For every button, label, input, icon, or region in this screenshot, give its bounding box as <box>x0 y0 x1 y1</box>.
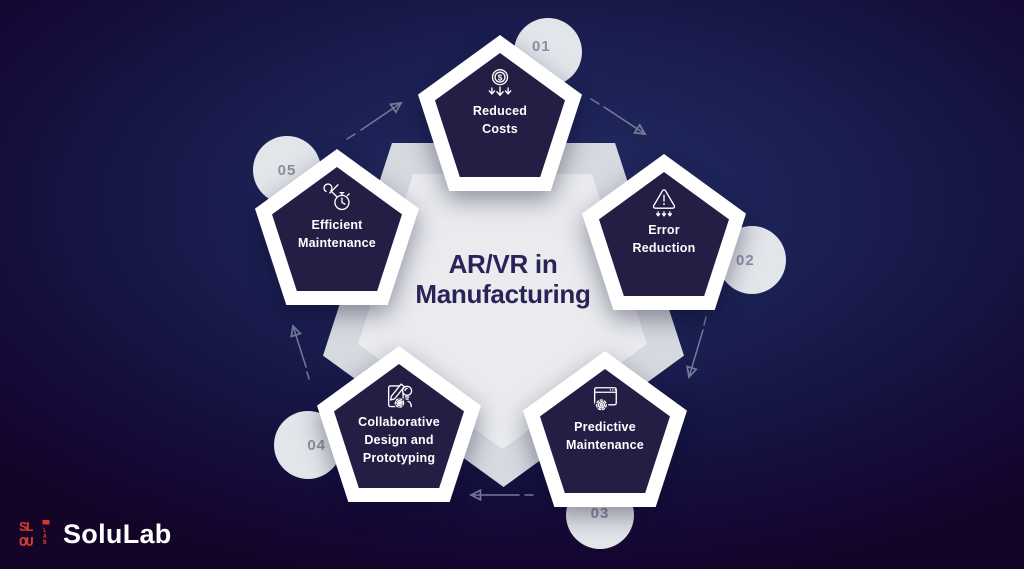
step-number: 02 <box>736 251 755 269</box>
svg-text:SL: SL <box>19 520 33 536</box>
step-label-line: Efficient <box>311 218 363 232</box>
solulab-logo-icon: SL OU L A B <box>19 520 50 551</box>
cost-reduction-icon: $ <box>488 69 512 97</box>
page-title-line1: AR/VR in <box>448 249 558 279</box>
flow-arrow-dash <box>306 371 310 380</box>
predictive-maintenance-icon <box>593 387 617 412</box>
flow-arrow-2-3 <box>686 329 704 379</box>
flow-arrow-dash <box>346 133 356 140</box>
step-number: 03 <box>590 505 610 522</box>
pentagon-border: Predictive Maintenance <box>523 351 687 507</box>
page-title-line2: Manufacturing <box>415 279 591 309</box>
step-label-line: Reduction <box>632 241 696 255</box>
flow-arrow-4-5 <box>290 324 307 368</box>
step-label-line: Predictive <box>574 420 636 434</box>
step-number-badge: 04 <box>274 411 342 479</box>
pentagon-core: $ Reduced Costs <box>435 53 565 177</box>
step-pentagon-reduced-costs: $ Reduced Costs <box>418 35 582 191</box>
svg-text:$: $ <box>498 73 503 82</box>
step-label-line: Error <box>648 223 680 237</box>
svg-text:L: L <box>43 527 47 534</box>
efficient-maintenance-icon <box>323 183 350 211</box>
brand-name: SoluLab <box>63 518 172 549</box>
flow-arrow-dash <box>703 316 707 326</box>
collaborative-design-icon <box>387 383 413 409</box>
svg-text:OU: OU <box>19 535 33 551</box>
step-number: 01 <box>532 38 551 55</box>
flow-arrow-dash <box>590 98 600 105</box>
step-label-line: Maintenance <box>298 236 376 250</box>
step-pentagon-error-reduction: Error Reduction <box>582 154 746 310</box>
pentagon-core: Collaborative Design and Prototyping <box>334 364 464 488</box>
step-label-line: Maintenance <box>566 438 644 452</box>
pentagon-core: Predictive Maintenance <box>540 369 670 493</box>
step-pentagon-collaborative-design: Collaborative Design and Prototyping <box>317 346 481 502</box>
step-label-line: Design and <box>364 433 434 447</box>
pentagon-border: $ Reduced Costs <box>418 35 582 191</box>
flow-arrow-5-1 <box>360 101 403 131</box>
step-number: 04 <box>307 436 326 454</box>
step-label-line: Costs <box>482 122 518 136</box>
step-label-line: Prototyping <box>362 451 436 465</box>
page-title: AR/VR in Manufacturing <box>333 249 673 309</box>
step-pentagon-efficient-maintenance: Efficient Maintenance <box>255 149 419 305</box>
step-label-line: Reduced <box>472 104 528 118</box>
brand-logo: SL OU L A B SoluLab <box>18 516 172 552</box>
step-label-line: Collaborative <box>358 415 440 429</box>
svg-text:B: B <box>43 539 47 546</box>
error-reduction-icon <box>652 189 676 217</box>
flow-arrow-1-2 <box>603 106 647 136</box>
step-number: 05 <box>277 161 297 179</box>
svg-text:A: A <box>43 533 47 540</box>
step-pentagon-predictive-maintenance: Predictive Maintenance <box>523 351 687 507</box>
pentagon-border: Collaborative Design and Prototyping <box>317 346 481 502</box>
